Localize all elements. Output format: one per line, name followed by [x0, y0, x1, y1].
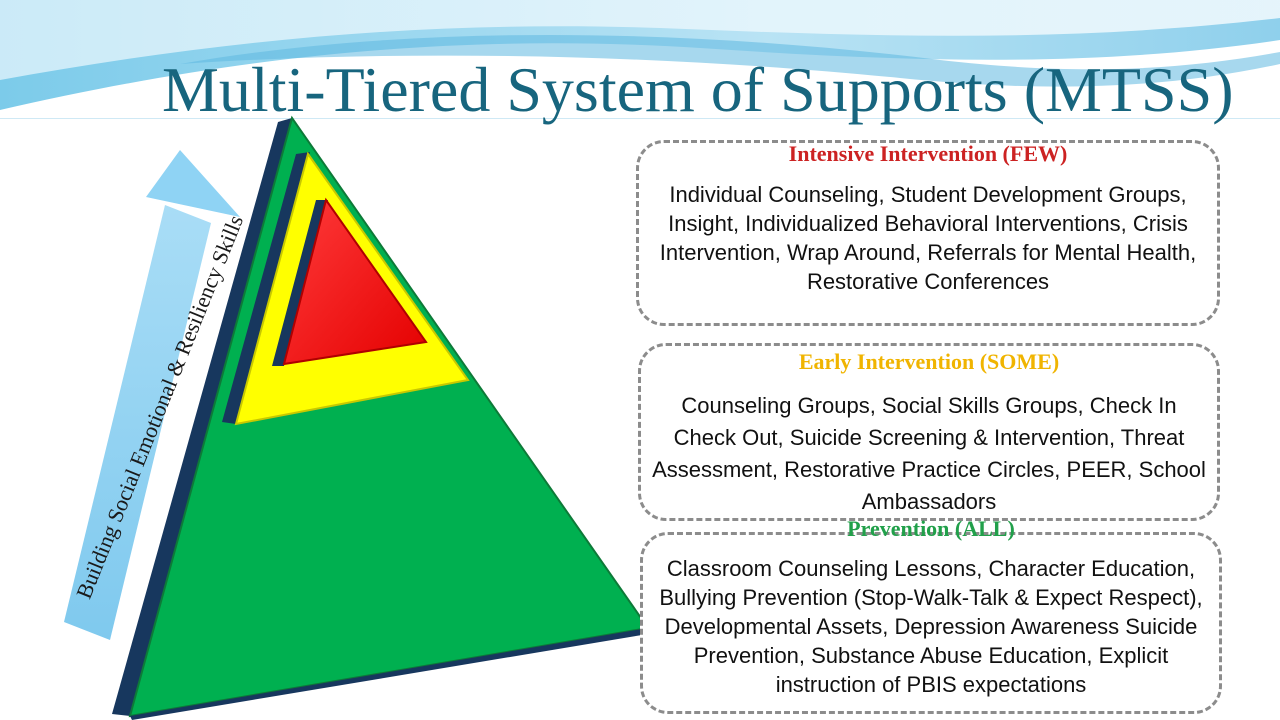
tier-body-early: Counseling Groups, Social Skills Groups,…: [652, 393, 1206, 514]
tier-title-prevention: Prevention (ALL): [847, 516, 1015, 541]
tier-title-intensive: Intensive Intervention (FEW): [788, 141, 1068, 166]
tier-box-early: [638, 343, 1220, 521]
skills-arrow-head: [146, 150, 240, 217]
pyramid-edge-outer: [112, 118, 292, 716]
skills-arrow: [64, 150, 240, 640]
pyramid-tier-intensive: [282, 197, 428, 366]
slide-title: Multi-Tiered System of Supports (MTSS): [162, 54, 1234, 125]
tier-body-prevention: Classroom Counseling Lessons, Character …: [659, 556, 1203, 697]
tier-box-intensive: [636, 140, 1220, 326]
skills-arrow-body: [64, 205, 211, 640]
tier-box-prevention: [640, 532, 1222, 714]
pyramid-base-edge: [130, 628, 648, 720]
tier-title-early: Early Intervention (SOME): [798, 349, 1060, 374]
pyramid-edge-middle: [222, 152, 310, 424]
pyramid-edge-inner: [272, 200, 328, 366]
tier-body-intensive: Individual Counseling, Student Developme…: [659, 182, 1197, 294]
